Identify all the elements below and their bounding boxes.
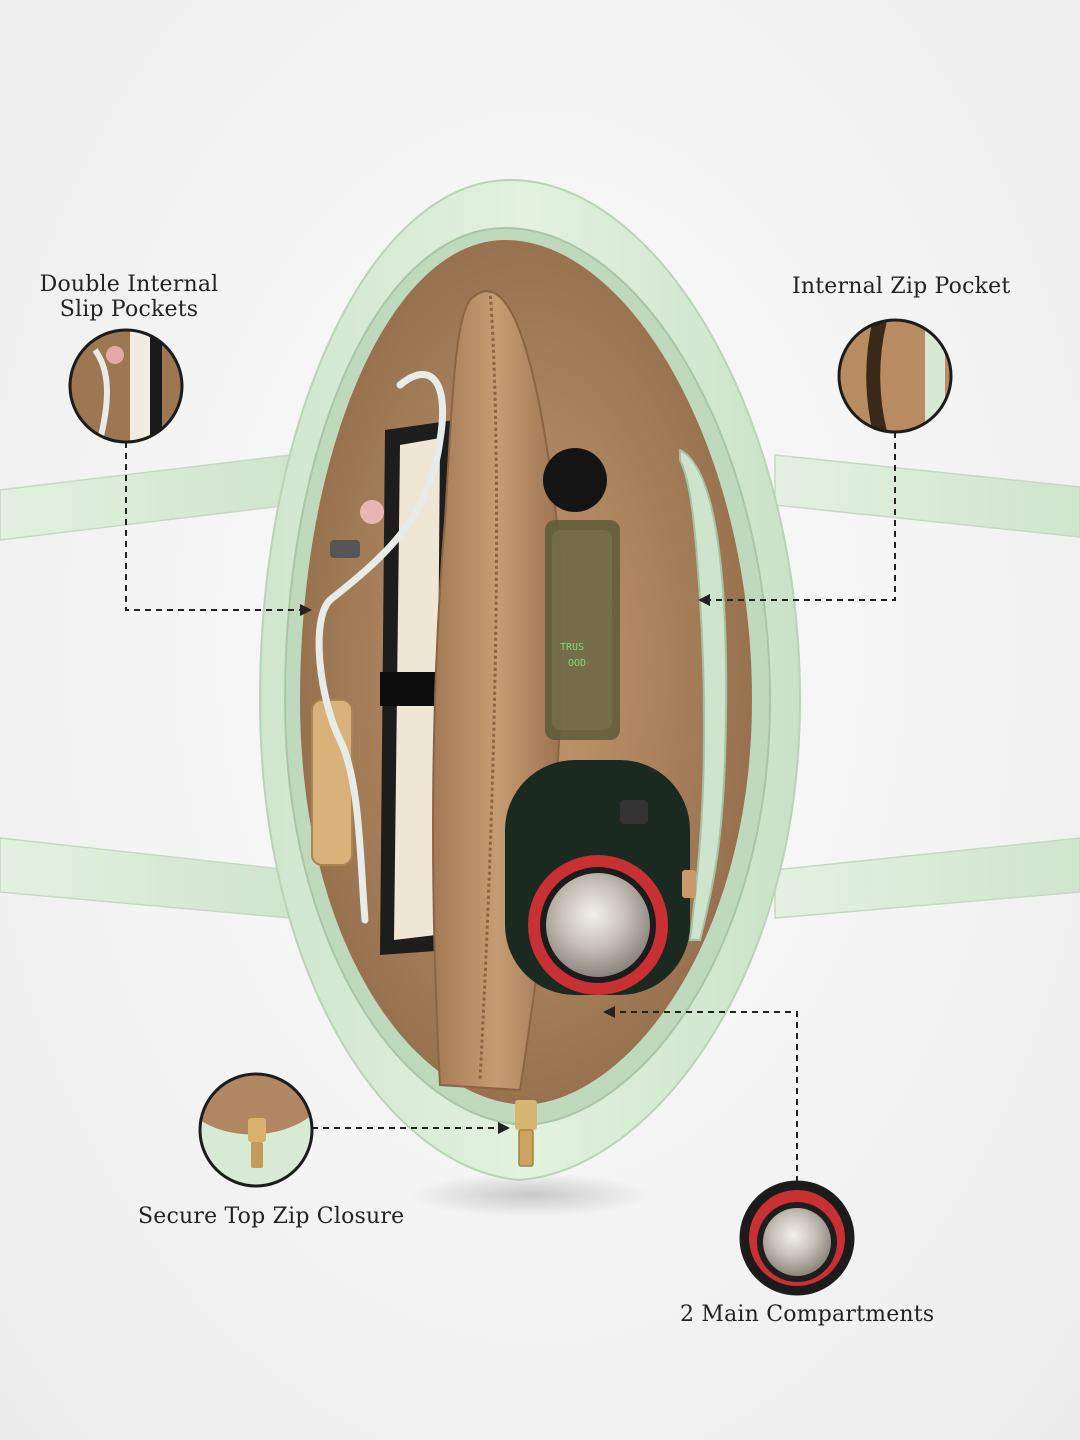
callout-slip-pockets-line1: Double Internal (39, 272, 219, 297)
right-straps (774, 454, 1080, 919)
detail-circle-zip-pocket (837, 318, 953, 434)
cable-clip (360, 500, 384, 524)
water-bottle (505, 760, 690, 995)
internal-zip-pocket (679, 448, 728, 941)
callout-slip-pockets-line2: Slip Pockets (59, 297, 199, 322)
callout-top-zip: Secure Top Zip Closure (138, 1204, 405, 1229)
charging-cable (315, 371, 447, 924)
arrow-heads (300, 594, 710, 1134)
detail-circle-top-zip (198, 1072, 314, 1188)
bottle-print-line1: TRUS (560, 642, 584, 653)
detail-circle-compartments (739, 1180, 855, 1296)
perfume-bottle: TRUS OOD (543, 448, 620, 740)
callout-compartments: 2 Main Compartments (680, 1302, 935, 1327)
callout-slip-pockets: Double Internal Slip Pockets (34, 272, 224, 322)
left-straps (0, 454, 291, 919)
bottle-print-line2: OOD (568, 658, 586, 669)
usb-plug (330, 540, 360, 558)
top-zip-pull (515, 1100, 537, 1167)
pocket-zip-pull (682, 870, 696, 898)
detail-circle-slip-pockets (68, 328, 184, 444)
zip-track (478, 289, 499, 1081)
callout-zip-pocket: Internal Zip Pocket (792, 274, 1011, 299)
callout-lines (125, 432, 896, 1182)
bag-shadow (410, 1173, 650, 1217)
